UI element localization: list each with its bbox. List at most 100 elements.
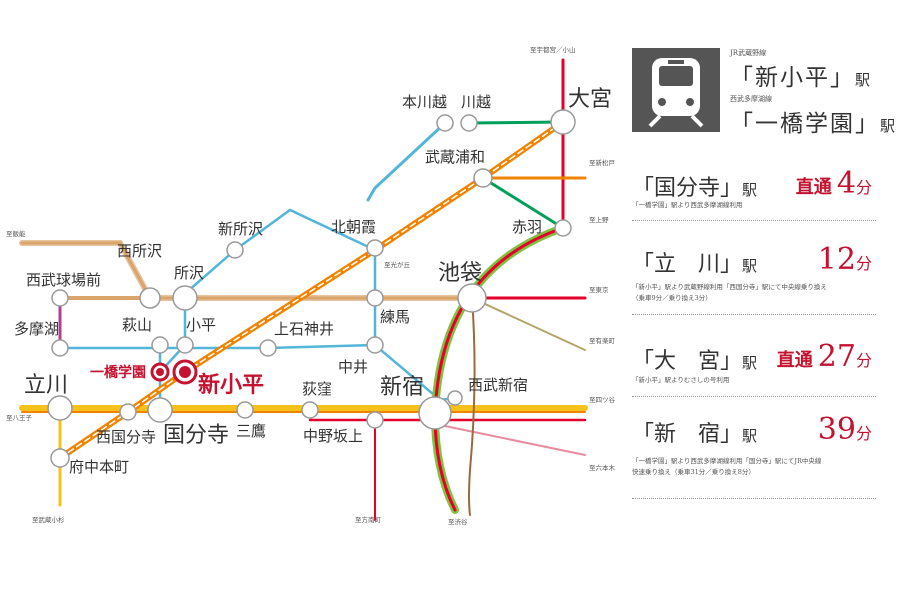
label-nakano-sakaue: 中野坂上 xyxy=(303,427,363,445)
dest-name: 「大 宮」駅 xyxy=(632,343,757,375)
dest-station: 「立 川」 xyxy=(632,252,743,277)
dest-note: 「一橋学園」駅より西武多摩湖線利用 xyxy=(632,201,743,209)
station-honkawagoe[interactable] xyxy=(436,114,454,132)
from-station-1-eki: 駅 xyxy=(855,71,873,89)
train-front-icon xyxy=(632,48,720,132)
label-kokubunji: 国分寺 xyxy=(163,423,229,448)
station-hitotsubashi-dot xyxy=(156,368,164,376)
dest-minutes: 39 xyxy=(817,412,856,447)
station-kami-shakujii[interactable] xyxy=(259,339,277,357)
label-fuchu-hommachi: 府中本町 xyxy=(69,458,129,476)
station-kokubunji[interactable] xyxy=(147,397,173,423)
dest-note: 「新小平」駅よりむさしの号利用 xyxy=(632,376,730,384)
station-shin-tokorozawa[interactable] xyxy=(226,241,244,259)
label-tamako: 多摩湖 xyxy=(14,320,59,338)
dest-name: 「新 宿」駅 xyxy=(632,416,757,448)
label-hitotsubashi-gakuen: 一橋学園 xyxy=(90,364,146,381)
from-line-2: 西武多摩湖線 xyxy=(730,95,772,103)
dir-honancho: 至方南町 xyxy=(355,515,382,524)
station-kodaira[interactable] xyxy=(176,336,194,354)
label-ikebukuro: 池袋 xyxy=(438,261,482,286)
station-ogikubo[interactable] xyxy=(301,401,319,419)
dir-shibuya: 至渋谷 xyxy=(448,517,468,526)
station-nishi-tokorozawa[interactable] xyxy=(139,287,161,309)
label-shin-kodaira: 新小平 xyxy=(198,372,264,398)
station-tamako[interactable] xyxy=(51,339,69,357)
station-nishi-kokubunji[interactable] xyxy=(119,403,137,421)
dest-time: 直通 27分 xyxy=(777,339,872,374)
label-nerima: 練馬 xyxy=(380,308,410,326)
dest-station: 「新 宿」 xyxy=(632,422,743,447)
station-kita-asaka[interactable] xyxy=(366,239,384,257)
dir-yotsuya: 至四ツ谷 xyxy=(589,395,616,404)
dest-unit: 分 xyxy=(855,178,872,197)
divider xyxy=(632,314,876,315)
dest-time: 12分 xyxy=(818,242,872,277)
dest-eki: 駅 xyxy=(742,354,758,372)
label-tokorozawa: 所沢 xyxy=(174,264,204,282)
access-panel: JR武蔵野線 「新小平」駅 西武多摩湖線 「一橋学園」駅 「国分寺」駅 直通 4… xyxy=(626,38,895,558)
dir-hanno: 至飯能 xyxy=(6,229,26,238)
station-shin-kodaira-dot xyxy=(179,366,191,378)
station-nakano-sakaue[interactable] xyxy=(366,411,384,429)
station-seibu-kyujomae[interactable] xyxy=(51,289,69,307)
line-toei-south xyxy=(439,424,586,456)
train-front-icon-svg xyxy=(648,58,704,128)
station-fuchu-hommachi[interactable] xyxy=(50,448,70,468)
station-hagiyama[interactable] xyxy=(151,336,169,354)
label-kita-asaka: 北朝霞 xyxy=(331,218,376,236)
home-stations xyxy=(150,359,198,385)
station-shinjuku[interactable] xyxy=(418,396,452,430)
divider xyxy=(632,396,876,397)
rail-lines xyxy=(19,58,588,521)
station-labels: 大宮 川越 本川越 武蔵浦和 赤羽 北朝霞 新所沢 池袋 所沢 西所沢 西武球場… xyxy=(14,87,612,476)
line-saikyo-inner xyxy=(433,226,565,512)
station-musashi-urawa[interactable] xyxy=(473,168,493,188)
label-akabane: 赤羽 xyxy=(512,218,542,236)
label-shinjuku: 新宿 xyxy=(380,375,424,400)
label-tachikawa: 立川 xyxy=(24,373,68,398)
label-nishi-tokorozawa: 西所沢 xyxy=(117,242,162,260)
station-nakai[interactable] xyxy=(366,336,384,354)
station-ikebukuro[interactable] xyxy=(457,283,487,313)
dest-station: 「国分寺」 xyxy=(632,176,743,201)
dest-unit: 分 xyxy=(855,351,872,370)
dir-hachioji: 至八王子 xyxy=(6,414,33,422)
line-tobu-tojo xyxy=(366,121,447,202)
divider xyxy=(632,498,876,499)
dir-roppongi: 至六本木 xyxy=(589,463,616,472)
dir-utsunomiya: 至宇都宮／小山 xyxy=(530,45,576,54)
label-nishi-kokubunji: 西国分寺 xyxy=(96,428,156,446)
station-nerima[interactable] xyxy=(366,289,384,307)
dir-yurakucho: 至有楽町 xyxy=(589,336,616,345)
dest-note: 「一橋学園」駅より西武多摩湖線利用「国分寺」駅にてJR中央線 xyxy=(632,457,822,465)
station-seibu-shinjuku[interactable] xyxy=(447,390,463,406)
label-seibu-shinjuku: 西武新宿 xyxy=(468,376,528,394)
dir-musashi-kosugi: 至武蔵小杉 xyxy=(32,515,65,524)
station-akabane[interactable] xyxy=(554,219,572,237)
label-honkawagoe: 本川越 xyxy=(402,93,447,111)
dest-label: 直通 xyxy=(776,350,813,371)
dest-label: 直通 xyxy=(795,177,832,198)
station-tokorozawa[interactable] xyxy=(172,285,198,311)
from-station-1-text: 「新小平」 xyxy=(730,65,855,91)
dest-name: 「国分寺」駅 xyxy=(632,170,757,202)
station-tachikawa[interactable] xyxy=(47,395,73,421)
station-omiya[interactable] xyxy=(550,109,576,135)
station-kawagoe[interactable] xyxy=(460,114,478,132)
panel-header: JR武蔵野線 「新小平」駅 西武多摩湖線 「一橋学園」駅 xyxy=(626,44,895,139)
dest-station: 「大 宮」 xyxy=(632,349,743,374)
dest-minutes: 27 xyxy=(817,339,856,374)
dir-tokyo: 至東京 xyxy=(589,285,609,294)
dest-minutes: 12 xyxy=(817,242,856,277)
dest-minutes: 4 xyxy=(836,166,856,201)
label-musashi-urawa: 武蔵浦和 xyxy=(425,148,485,166)
label-kami-shakujii: 上石神井 xyxy=(274,320,334,338)
line-kawagoe xyxy=(467,120,565,125)
dest-eki: 駅 xyxy=(742,181,758,199)
from-station-name-2: 「一橋学園」駅 xyxy=(730,104,897,138)
line-saikyo xyxy=(480,120,565,230)
dest-eki: 駅 xyxy=(742,427,758,445)
label-hagiyama: 萩山 xyxy=(122,316,152,334)
station-mitaka[interactable] xyxy=(236,401,254,419)
